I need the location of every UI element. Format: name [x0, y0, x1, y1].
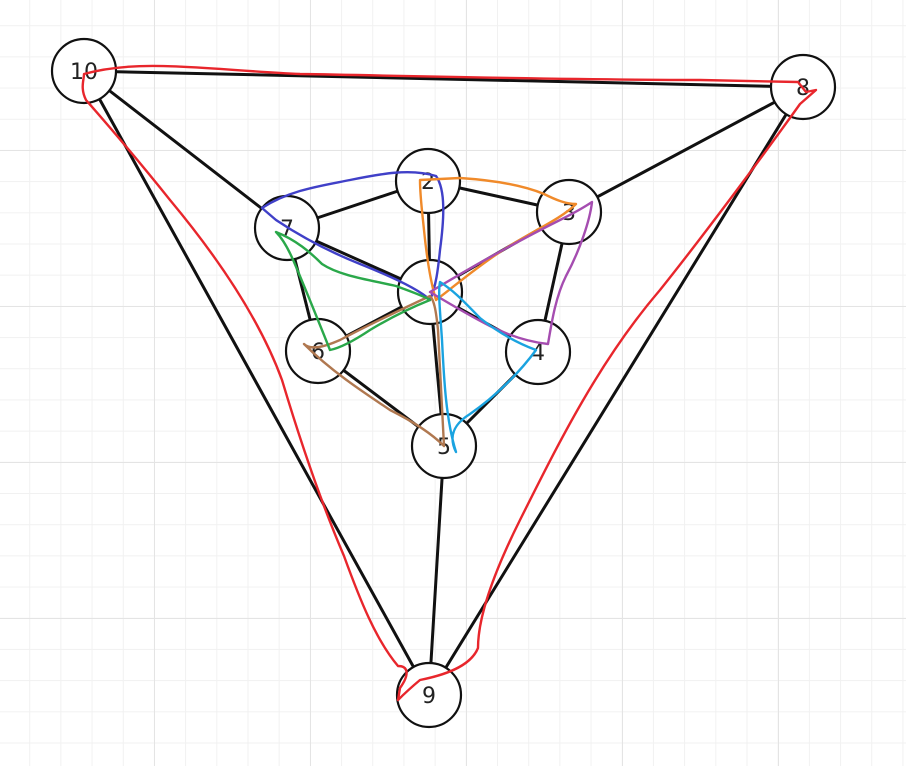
node-6: 6 — [284, 317, 352, 385]
node-9-label: 9 — [422, 684, 436, 709]
node-10: 10 — [50, 37, 118, 105]
edge-8-3 — [567, 85, 805, 214]
edge-10-7 — [82, 69, 289, 230]
cycle-blue — [260, 171, 445, 302]
node-10-circle — [50, 37, 118, 105]
node-9: 9 — [395, 661, 463, 729]
node-2: 2 — [394, 147, 462, 215]
cycle-outer-red — [81, 64, 818, 702]
hand-drawn-paths — [81, 64, 818, 702]
node-4-label: 4 — [531, 341, 545, 366]
edge-10-9 — [82, 69, 431, 697]
cycle-green — [274, 230, 432, 352]
cycle-cyan — [437, 280, 538, 454]
edge-10-8 — [82, 69, 805, 89]
node-9-circle — [395, 661, 463, 729]
cycle-brown — [302, 294, 446, 448]
edge-8-9 — [427, 85, 805, 697]
graph-nodes: 2 3 4 5 6 7 8 — [50, 37, 837, 729]
edge-9-5 — [427, 444, 446, 697]
node-2-circle — [394, 147, 462, 215]
node-2-label: 2 — [421, 170, 435, 195]
